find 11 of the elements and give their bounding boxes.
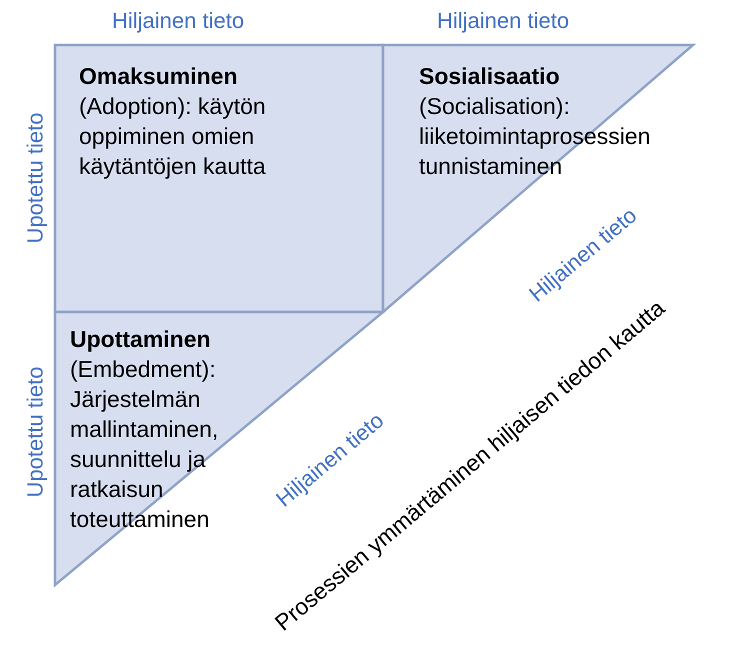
body-text: (Adoption): käytön oppiminen omien käytäntöjen kautta xyxy=(79,92,267,181)
square-panel xyxy=(55,45,383,312)
axis-label: Hiljainen tieto xyxy=(437,8,570,34)
body-text: (Embedment): Järjestelmän mallintaminen, suunnittelu ja ratkaisun toteuttaminen xyxy=(70,355,220,534)
axis-label: Hiljainen tieto xyxy=(112,8,244,34)
axis-label: Upotettu tieto xyxy=(22,112,48,244)
body-text: (Socialisation): liiketoimintaprosessien tunnistaminen xyxy=(419,92,652,181)
axis-label: Upotettu tieto xyxy=(22,366,48,498)
heading: Omaksuminen xyxy=(79,62,238,91)
heading: Sosialisaatio xyxy=(419,62,561,91)
heading: Upottaminen xyxy=(70,325,212,354)
